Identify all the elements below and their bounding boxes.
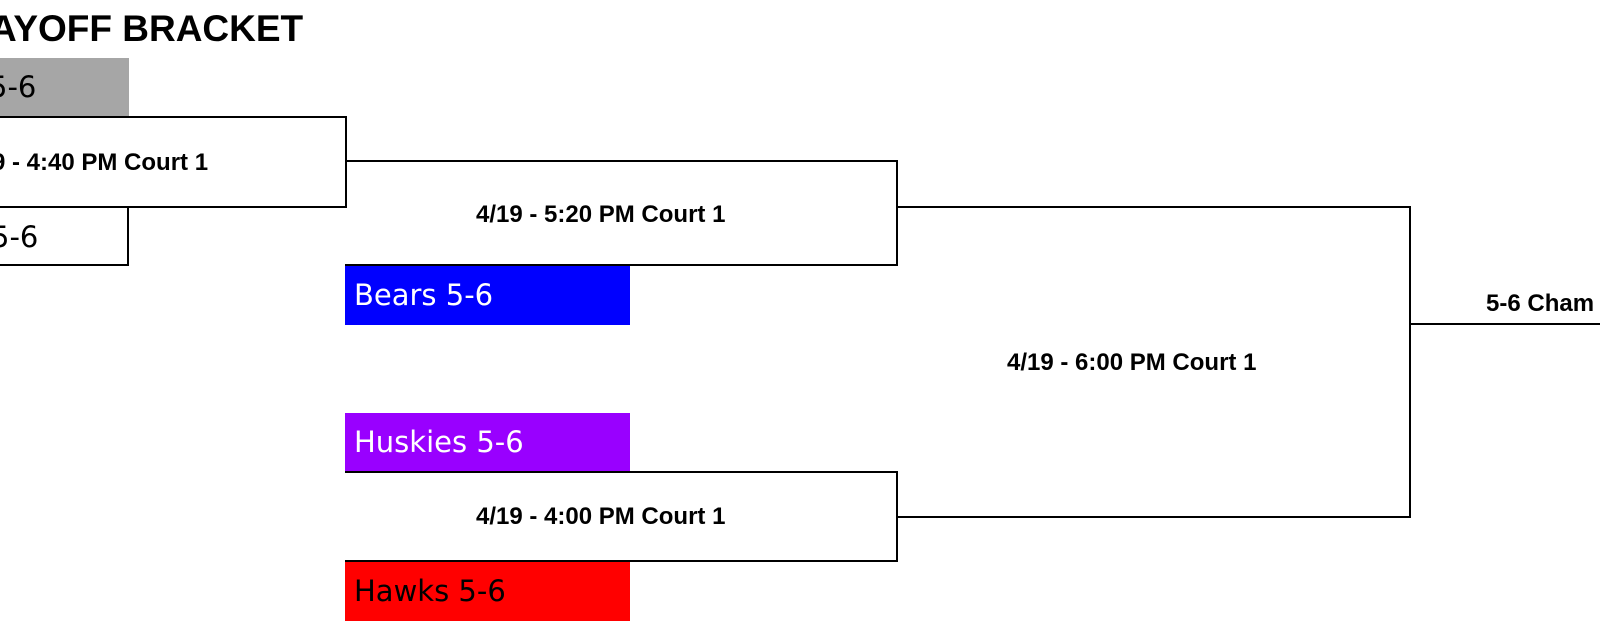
match-time-semifinal: 4/19 - 6:00 PM Court 1 bbox=[1007, 349, 1257, 376]
match-box-round2-upper bbox=[345, 160, 898, 266]
team-slot-hawks: Hawks 5-6 bbox=[345, 562, 630, 621]
team-slot-huskies: Huskies 5-6 bbox=[345, 413, 630, 471]
final-line bbox=[1410, 323, 1600, 325]
final-label: 5-6 Cham bbox=[1486, 290, 1595, 317]
match-time-round2-upper: 4/19 - 5:20 PM Court 1 bbox=[476, 201, 726, 228]
team-slot-round1-bottom: 5-6 bbox=[0, 208, 129, 266]
match-box-semifinal bbox=[897, 206, 1411, 518]
bracket-title: AYOFF BRACKET bbox=[0, 8, 304, 49]
team-label: 5-6 bbox=[0, 70, 37, 104]
team-slot-bears: Bears 5-6 bbox=[345, 266, 630, 325]
team-label: Hawks 5-6 bbox=[354, 574, 506, 608]
team-label: 5-6 bbox=[0, 220, 39, 254]
team-slot-round1-top: 5-6 bbox=[0, 58, 129, 116]
team-label: Huskies 5-6 bbox=[354, 425, 524, 459]
match-box-round1 bbox=[0, 116, 347, 208]
team-label: Bears 5-6 bbox=[354, 278, 494, 312]
match-time-round2-lower: 4/19 - 4:00 PM Court 1 bbox=[476, 503, 726, 530]
match-time-round1: 9 - 4:40 PM Court 1 bbox=[0, 149, 209, 176]
